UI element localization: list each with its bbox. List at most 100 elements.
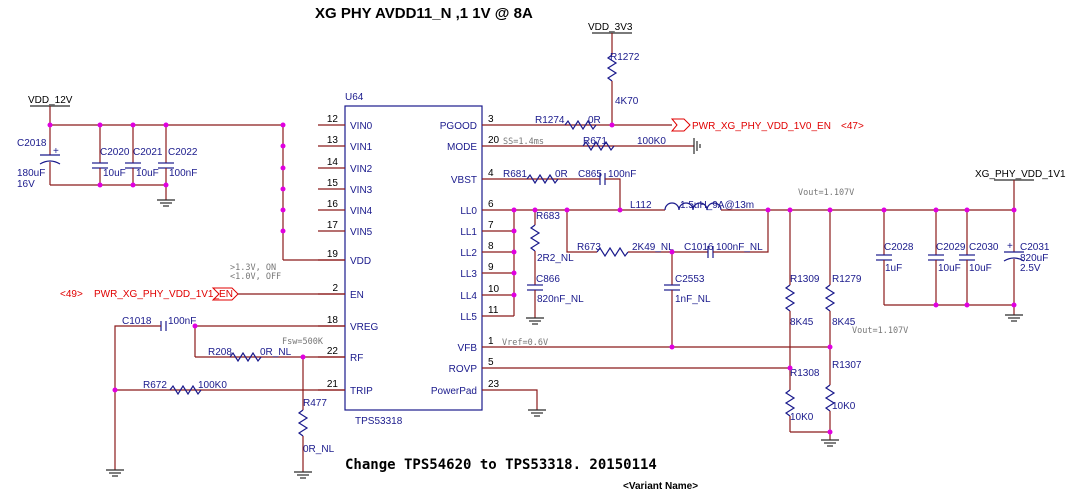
r681-value: 0R	[555, 169, 568, 180]
ground-symbol	[106, 469, 124, 477]
pin-number: 7	[488, 220, 494, 231]
r1272-value: 4K70	[615, 96, 639, 107]
pin-number: 1	[488, 336, 494, 347]
pin-name: VDD	[350, 256, 371, 267]
r673-value: 2K49_NL	[632, 242, 674, 253]
pin-number: 9	[488, 262, 494, 273]
ground-symbol	[528, 409, 546, 417]
ground-symbol	[294, 471, 312, 479]
pin-number: 16	[327, 199, 339, 210]
ic-body	[344, 105, 483, 411]
pin-name: VIN5	[350, 227, 373, 238]
pin-name: LL0	[460, 206, 477, 217]
output-caps	[876, 210, 1025, 315]
pin-number: 14	[327, 157, 339, 168]
vin-bus-wire	[49, 106, 283, 126]
c2030-ref: C2030	[969, 242, 999, 253]
ic-part: TPS53318	[355, 416, 403, 427]
pin-name: VFB	[458, 343, 478, 354]
pin-name: VIN0	[350, 121, 373, 132]
ground-symbol	[526, 317, 544, 325]
ground-symbol	[693, 138, 701, 154]
c865-value: 100nF	[608, 169, 636, 180]
r1308-value: 10K0	[790, 412, 814, 423]
pin-name: VIN2	[350, 164, 373, 175]
r1279-body	[824, 284, 836, 312]
c2029-value: 10uF	[938, 263, 961, 274]
pin-name: RF	[350, 353, 363, 364]
r681-body	[526, 173, 559, 185]
pgood-port-flag	[670, 118, 691, 132]
pin-name: LL3	[460, 269, 477, 280]
pin-name: PowerPad	[431, 386, 477, 397]
r671-body	[582, 140, 615, 152]
vout-note-mid: Vout=1.107V	[852, 326, 908, 336]
l112-body	[664, 202, 722, 211]
pin-number: 17	[327, 220, 339, 231]
r1274-ref: R1274	[535, 115, 565, 126]
pin-number: 23	[488, 379, 500, 390]
c1016-value: 100nF_NL	[716, 242, 763, 253]
en-note-off: <1.0V, OFF	[230, 272, 281, 282]
c866-value: 820nF_NL	[537, 294, 584, 305]
c2031-ref: C2031	[1020, 242, 1050, 253]
input-caps	[50, 125, 174, 200]
c2020-value: 10uF	[103, 168, 126, 179]
c2553-ref: C2553	[675, 274, 705, 285]
c2018-plus: +	[53, 146, 59, 157]
r681-ref: R681	[503, 169, 527, 180]
net-vdd-12v: VDD_12V	[28, 95, 73, 106]
c2022-ref: C2022	[168, 147, 198, 158]
r1307-value: 10K0	[832, 401, 856, 412]
pin-number: 18	[327, 315, 339, 326]
pin-name: VBST	[451, 175, 477, 186]
r671-ref: R671	[583, 136, 607, 147]
ss-note: SS=1.4ms	[503, 137, 544, 147]
pin-number: 20	[488, 135, 500, 146]
powerpad-wire	[482, 389, 538, 410]
en-net-label: PWR_XG_PHY_VDD_1V1_EN	[94, 289, 233, 300]
pgood-sheet-ref: <47>	[841, 121, 864, 132]
c2030-value: 10uF	[969, 263, 992, 274]
r1307-body	[824, 384, 836, 412]
c1018-value: 100nF	[168, 316, 196, 327]
r208-ref: R208	[208, 347, 232, 358]
junction-dots	[47, 122, 1017, 435]
c2020-ref: C2020	[100, 147, 130, 158]
l112-ref: L112	[630, 200, 652, 211]
c2029-ref: C2029	[936, 242, 966, 253]
c2031-voltage: 2.5V	[1020, 263, 1041, 274]
c2018-ref: C2018	[17, 138, 47, 149]
r1279-ref: R1279	[832, 274, 862, 285]
ground-symbol	[157, 199, 175, 207]
pin-name: ROVP	[449, 364, 478, 375]
en-port-flag	[211, 287, 239, 301]
pin-name: VIN4	[350, 206, 373, 217]
r1274-body	[564, 119, 597, 131]
pin-number: 13	[327, 135, 339, 146]
pin-name: VIN1	[350, 142, 373, 153]
c1016-ref: C1016	[684, 242, 714, 253]
r683-ref: R683	[536, 211, 560, 222]
pin-name: LL4	[460, 291, 477, 302]
r1279-value: 8K45	[832, 317, 856, 328]
r671-value: 100K0	[637, 136, 666, 147]
c2031-value: 820uF	[1020, 253, 1048, 264]
variant-name: <Variant Name>	[623, 481, 698, 490]
pin-name: VIN3	[350, 185, 373, 196]
r477-body	[297, 409, 309, 437]
r1272-ref: R1272	[610, 52, 640, 63]
pin-number: 15	[327, 178, 339, 189]
change-note: Change TPS54620 to TPS53318. 20150114	[345, 457, 657, 473]
c2553-value: 1nF_NL	[675, 294, 711, 305]
pin-number: 11	[488, 305, 499, 316]
c2021-ref: C2021	[133, 147, 163, 158]
en-sheet-ref: <49>	[60, 289, 83, 300]
ground-symbol	[821, 439, 839, 447]
ground-symbol	[1005, 314, 1023, 322]
r683-body	[529, 224, 541, 252]
r1308-body	[784, 389, 796, 417]
c2018-plate-bottom	[39, 160, 61, 165]
c1018-left-wire	[114, 325, 161, 470]
